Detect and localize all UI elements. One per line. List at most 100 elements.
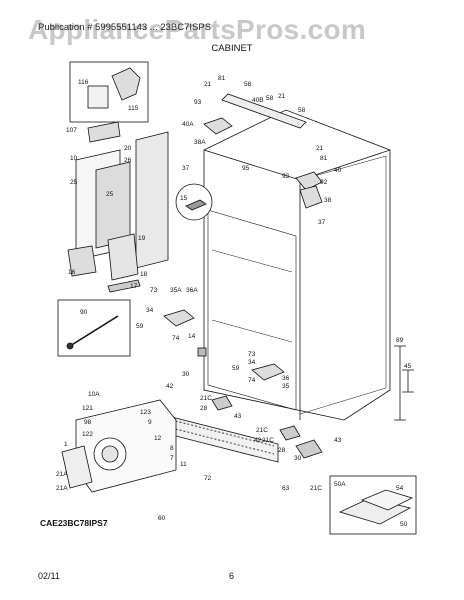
callout-20: 20 (124, 145, 132, 152)
callout-121: 121 (82, 405, 93, 412)
callout-74b: 74 (248, 377, 256, 384)
section-title: CABINET (211, 43, 253, 54)
callout-19: 19 (138, 235, 146, 242)
callout-37: 37 (182, 165, 190, 172)
part-92 (299, 185, 323, 209)
callout-26: 26 (124, 157, 132, 164)
callout-21Cb: 21C (256, 427, 268, 434)
callout-54: 54 (396, 485, 404, 492)
part-17 (107, 279, 141, 293)
callout-58: 58 (244, 81, 252, 88)
callout-21: 21 (204, 81, 212, 88)
callout-50: 50 (400, 521, 408, 528)
callout-10: 10 (70, 155, 78, 162)
callout-81b: 81 (320, 155, 328, 162)
callout-34: 34 (146, 307, 154, 314)
callout-21C: 21C (200, 395, 212, 402)
callout-115: 115 (128, 105, 139, 112)
part-115 (111, 67, 141, 101)
callout-9: 9 (148, 419, 152, 426)
callout-93b: 93 (282, 173, 290, 180)
callout-15: 15 (180, 195, 188, 202)
callout-45: 45 (404, 363, 412, 370)
callout-59b: 59 (232, 365, 240, 372)
callout-21A: 21A (56, 471, 68, 478)
cabinet-body (203, 109, 391, 421)
callout-58c: 58 (298, 107, 306, 114)
callout-18: 18 (140, 271, 148, 278)
callout-10A: 10A (88, 391, 100, 398)
callout-89: 89 (396, 337, 404, 344)
callout-37b: 37 (318, 219, 326, 226)
part-18 (107, 233, 139, 281)
callout-90: 90 (80, 309, 88, 316)
callout-42b: 42 (254, 437, 262, 444)
callout-8: 8 (170, 445, 174, 452)
part-116 (87, 85, 109, 109)
callout-43b: 43 (334, 437, 342, 444)
callout-36A: 36A (186, 287, 198, 294)
callout-38A: 38A (194, 139, 206, 146)
watermark: AppliancePartsPros.com (28, 14, 367, 45)
part-54 (360, 489, 414, 511)
callout-35: 35 (282, 383, 290, 390)
callout-59: 59 (136, 323, 144, 330)
page-header: Publication # 5995551143 ... 23BC7ISPS (38, 22, 212, 33)
callout-43: 43 (234, 413, 242, 420)
callout-1: 1 (64, 441, 68, 448)
callout-42: 42 (166, 383, 174, 390)
callout-72: 72 (204, 475, 212, 482)
callout-50A: 50A (334, 481, 346, 488)
callout-74: 74 (172, 335, 180, 342)
callout-93: 93 (194, 99, 202, 106)
part-42-roller (279, 425, 301, 441)
callout-38: 38 (324, 197, 332, 204)
callout-35A: 35A (170, 287, 182, 294)
callout-14: 14 (188, 333, 196, 340)
part-40A (203, 117, 233, 135)
callout-58b: 58 (266, 95, 274, 102)
callout-30: 30 (182, 371, 190, 378)
callout-28b: 28 (278, 447, 286, 454)
callout-11: 11 (180, 461, 187, 468)
part-26-panel (135, 131, 169, 269)
part-16 (67, 245, 97, 277)
callout-21Cc: 21C (262, 437, 274, 444)
part-40 (295, 171, 323, 191)
callout-16: 16 (68, 269, 76, 276)
callout-122: 122 (82, 431, 93, 438)
part-73b-hinge (251, 363, 285, 381)
part-90 (69, 315, 119, 347)
inset-box-116 (69, 61, 149, 123)
callout-92: 92 (320, 179, 328, 186)
callout-21Cd: 21C (310, 485, 322, 492)
callout-98: 98 (84, 419, 92, 426)
part-20 (95, 161, 131, 249)
part-14 (197, 347, 207, 357)
inset-box-90 (57, 299, 131, 357)
part-43-roller (295, 439, 323, 459)
callout-21b: 21 (278, 93, 286, 100)
callout-123: 123 (140, 409, 151, 416)
callout-73b: 73 (248, 351, 256, 358)
callout-116: 116 (78, 79, 89, 86)
callout-25: 25 (70, 179, 78, 186)
callout-95: 95 (242, 165, 250, 172)
part-21C-roller (211, 395, 233, 411)
callout-30b: 30 (294, 455, 302, 462)
callouts: 116 115 107 10 25 20 26 25 19 16 18 17 2… (56, 75, 412, 528)
callout-12: 12 (154, 435, 162, 442)
callout-17: 17 (130, 283, 138, 290)
callout-60: 60 (158, 515, 166, 522)
diagram-code: CAE23BC78IPS7 (40, 518, 108, 528)
callout-25b: 25 (106, 191, 114, 198)
callout-40A: 40A (182, 121, 194, 128)
callout-28: 28 (200, 405, 208, 412)
callout-63: 63 (282, 485, 290, 492)
part-1 (61, 445, 93, 489)
callout-73: 73 (150, 287, 158, 294)
part-15-bubble (175, 183, 213, 221)
callout-34b: 34 (248, 359, 256, 366)
part-73-hinge (163, 309, 195, 327)
callout-7: 7 (170, 455, 174, 462)
